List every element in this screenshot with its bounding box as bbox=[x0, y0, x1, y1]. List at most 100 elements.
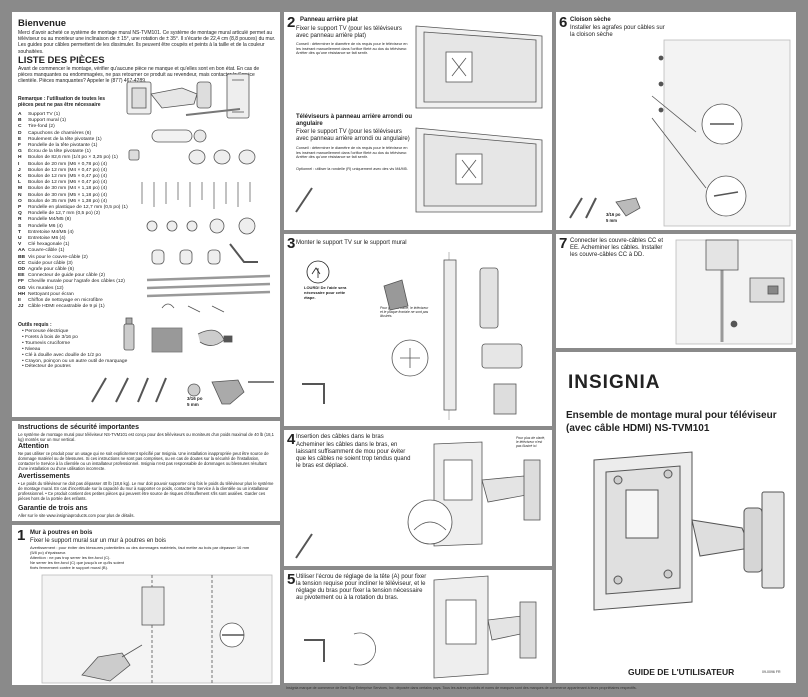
step-number: 7 bbox=[559, 235, 568, 252]
welcome-title: Bienvenue bbox=[18, 18, 67, 29]
step-note: Attention : ne pas trop serrer les tire-… bbox=[30, 555, 111, 560]
panel-safety: Instructions de sécurité importantes Le … bbox=[12, 421, 280, 521]
step-title: Panneau arrière plat bbox=[300, 17, 358, 23]
step-6-illustration bbox=[569, 39, 791, 227]
drill-size-label: 3/16 po bbox=[187, 396, 203, 401]
step-title: Monter le support TV sur le support mura… bbox=[296, 240, 407, 246]
step-note: Pour plus de clarté, le téléviseur et le… bbox=[380, 306, 429, 318]
parts-intro: Avant de commencer le montage, vérifier … bbox=[18, 66, 260, 85]
panel-cover: INSIGNIA Ensemble de montage mural pour … bbox=[556, 352, 796, 683]
step-optional: Optionnel : utiliser la rondelle (R) uni… bbox=[296, 167, 408, 171]
panel-step-4: 4 Insertion des câbles dans le bras Ache… bbox=[284, 430, 552, 566]
step-number: 2 bbox=[287, 14, 296, 31]
warnings-title: Avertissements bbox=[18, 473, 70, 480]
parts-remark: Remarque : l'utilisation de toutes les p… bbox=[18, 96, 106, 109]
warranty-title: Garantie de trois ans bbox=[18, 505, 88, 512]
drill-size-label: 3/16 po bbox=[606, 212, 621, 217]
cover-title: Ensemble de montage mural pour téléviseu… bbox=[566, 410, 777, 434]
step-5-illustration bbox=[304, 575, 537, 679]
list-item: Détecteur de poutres bbox=[22, 364, 127, 370]
list-item: Crayon, poinçon ou un autre outil de mar… bbox=[22, 359, 127, 365]
step-number: 6 bbox=[559, 14, 568, 31]
step-number: 5 bbox=[287, 571, 296, 588]
parts-illustration bbox=[91, 73, 274, 405]
panel-step-5: 5 Utiliser l'écrou de réglage de la tête… bbox=[284, 570, 552, 683]
list-item: Tournevis cruciforme bbox=[22, 341, 127, 347]
step-title: Connecter les couvre-câbles CC et EE. Ac… bbox=[570, 238, 664, 258]
panel-parts: Bienvenue Merci d'avoir acheté ce systèm… bbox=[12, 12, 280, 417]
step-text: Fixer le support mural sur un mur à pout… bbox=[30, 538, 167, 544]
step-note: Pour plus de clarté, le téléviseur n'est… bbox=[516, 436, 546, 448]
step-number: 4 bbox=[287, 431, 296, 448]
panel-step-3: 3 Monter le support TV sur le support mu… bbox=[284, 234, 552, 426]
list-item: Perceuse électrique bbox=[22, 329, 127, 335]
list-item: Clé à douille avec douille de 1/2 po bbox=[22, 353, 127, 359]
step-title: Mur à poutres en bois bbox=[30, 530, 93, 536]
step-note: Avertissement : pour éviter des blessure… bbox=[30, 545, 250, 555]
step-text: Fixer le support TV (pour les téléviseur… bbox=[296, 26, 402, 39]
step-7-illustration bbox=[675, 239, 793, 345]
step-1-illustration bbox=[41, 574, 273, 684]
footer-legal: Insignia marque de commerce de Best Buy … bbox=[286, 686, 637, 690]
drill-size-label-mm: 5 mm bbox=[606, 218, 617, 223]
safety-text: Le système de montage mural pour télévis… bbox=[18, 432, 274, 442]
list-item: Niveau bbox=[22, 347, 127, 353]
step-4-illustration bbox=[295, 441, 541, 559]
warranty-text: Aller sur le site www.insigniaproducts.c… bbox=[18, 513, 135, 518]
step-number: 1 bbox=[17, 527, 26, 544]
panel-step-6: 6 Cloison sèche Installer les agrafes po… bbox=[556, 12, 796, 230]
step-subtitle: Téléviseurs à panneau arrière arrondi ou… bbox=[296, 114, 413, 127]
list-item: Forets à bois de 3/16 po bbox=[22, 335, 127, 341]
warnings-text: • Le poids du téléviseur ne doit pas dép… bbox=[18, 481, 274, 501]
step-2-illustration bbox=[295, 25, 543, 213]
heavy-warning: LOURD! De l'aide sera nécessaire pour ce… bbox=[304, 285, 347, 300]
document-code: 09-0096 FR bbox=[762, 670, 781, 674]
safety-title: Instructions de sécurité importantes bbox=[18, 424, 139, 431]
step-title: Insertion des câbles dans le bras bbox=[296, 434, 384, 440]
step-advice: Conseil : déterminer le diamètre de vis … bbox=[296, 146, 408, 160]
step-3-illustration bbox=[302, 252, 523, 420]
step-text: Fixer le support TV (pour les téléviseur… bbox=[296, 129, 410, 142]
step-advice: Conseil : déterminer le diamètre de vis … bbox=[296, 42, 408, 56]
step-note: Ne serrer les tire-fond (C) que jusqu'à … bbox=[30, 560, 125, 565]
product-illustration bbox=[593, 451, 785, 611]
attention-title: Attention bbox=[18, 443, 49, 450]
step-title: Utiliser l'écrou de réglage de la tête (… bbox=[296, 574, 427, 601]
tools-title: Outils requis : bbox=[18, 322, 52, 328]
parts-title: LISTE DES PIÈCES bbox=[18, 55, 105, 66]
step-note: fixés fermement contre le support mural … bbox=[30, 565, 109, 570]
panel-step-7: 7 Connecter les couvre-câbles CC et EE. … bbox=[556, 234, 796, 348]
panel-step-2: 2 Panneau arrière plat Fixer le support … bbox=[284, 12, 552, 230]
step-text: Installer les agrafes pour câbles sur la… bbox=[570, 25, 665, 38]
welcome-text: Merci d'avoir acheté ce système de monta… bbox=[18, 30, 276, 55]
